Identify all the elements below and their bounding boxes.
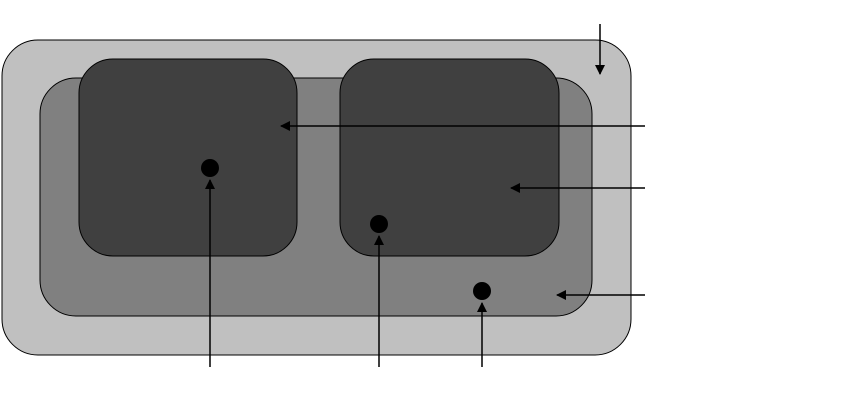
inner-region-left — [78, 58, 298, 257]
point-marker-left — [201, 159, 219, 177]
point-marker-center — [370, 215, 388, 233]
markers-layer — [201, 159, 491, 300]
point-marker-right — [473, 282, 491, 300]
arrows-layer — [205, 24, 645, 367]
inner-region-right — [339, 58, 560, 257]
regions-layer — [1, 39, 632, 356]
